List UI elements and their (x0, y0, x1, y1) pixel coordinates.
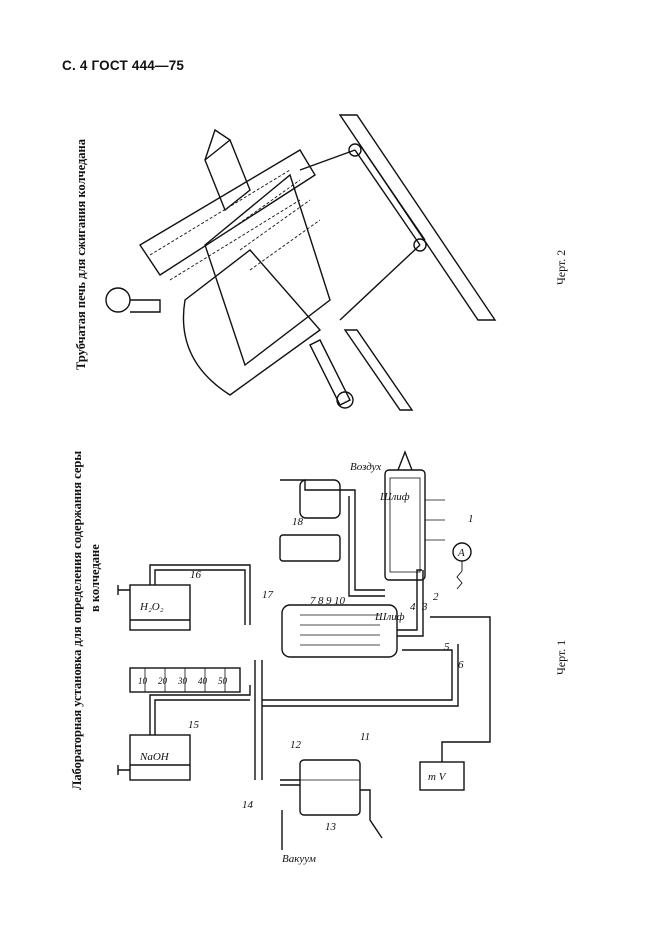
label-13: 13 (325, 821, 337, 833)
label-shlif-mid: Шлиф (374, 611, 405, 623)
label-mv: m V (428, 771, 447, 783)
label-ammeter: A (457, 547, 465, 559)
label-14: 14 (242, 799, 254, 811)
label-10: 10 (334, 595, 346, 607)
tube-furnace (384, 469, 426, 581)
bottle-18 (299, 479, 341, 519)
bottle-16 (129, 584, 191, 631)
label-4: 4 (410, 601, 416, 613)
label-6: 6 (458, 659, 464, 671)
label-air: Воздух (350, 461, 381, 473)
bottle-13 (299, 759, 361, 816)
label-5: 5 (444, 641, 450, 653)
label-shlif-top: Шлиф (379, 491, 410, 503)
label-9: 9 (326, 595, 332, 607)
label-h2o2: H₂O₂ (139, 601, 164, 613)
label-11: 11 (360, 731, 370, 743)
label-17: 17 (262, 589, 274, 601)
label-3: 3 (421, 601, 428, 613)
absorber-vessel (281, 604, 398, 658)
label-2: 2 (433, 591, 439, 603)
figure2-drawing (105, 114, 497, 411)
page-header: С. 4 ГОСТ 444—75 (62, 58, 185, 73)
label-18: 18 (292, 516, 304, 528)
flowmeter-17 (279, 534, 341, 562)
scale-10: 10 (138, 676, 148, 686)
label-15: 15 (188, 719, 200, 731)
scale-30: 30 (177, 676, 188, 686)
label-12: 12 (290, 739, 302, 751)
label-7: 7 (310, 595, 316, 607)
bottle-15 (129, 734, 191, 781)
label-vacuum: Вакуум (282, 853, 316, 865)
scale-40: 40 (198, 676, 208, 686)
label-1: 1 (468, 513, 474, 525)
label-16: 16 (190, 569, 202, 581)
label-8: 8 (318, 595, 324, 607)
scale-50: 50 (218, 676, 228, 686)
scale-20: 20 (158, 676, 168, 686)
label-naoh: NaOH (139, 751, 170, 763)
